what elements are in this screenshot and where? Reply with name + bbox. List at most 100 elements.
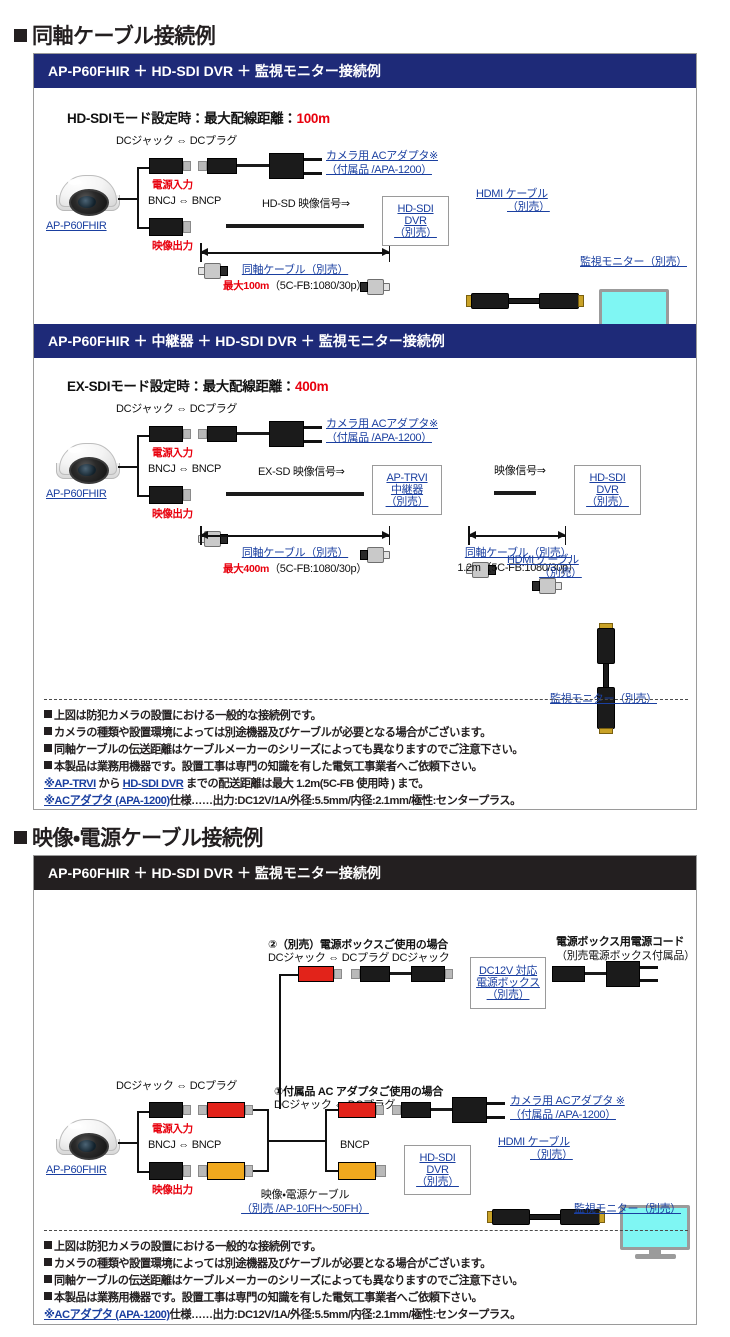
hdmi-label-2-1: HDMI ケーブル (507, 554, 579, 566)
coax-label: 同軸ケーブル（別売） (241, 264, 349, 276)
ac-adapter-brick (269, 153, 304, 179)
vp-right-yellow-plug (338, 1162, 376, 1180)
power-in-label-3: 電源入力 (152, 1123, 193, 1135)
bnc-pair-label-3: BNCJ ⇔ BNCP (148, 1139, 222, 1151)
bncj-tip-2 (183, 489, 191, 501)
ac-prong-bottom (304, 172, 322, 175)
ac-adapter-brick-3 (452, 1097, 487, 1123)
coax-dimension-line-2 (200, 526, 390, 545)
dome-camera-icon-3 (56, 1117, 120, 1161)
dc-jack-tip (183, 161, 191, 171)
coax-max-label: 最大100m (223, 280, 270, 292)
wire-to-power-3 (137, 1111, 150, 1113)
note-item: 本製品は業務用機器です。設置工事は専門の知識を有した電気工事業者へご依頼下さい。 (44, 759, 692, 776)
mode-distance-2: 400m (295, 379, 329, 394)
ac-adapter-label-1: カメラ用 ACアダプタ※ (326, 150, 438, 162)
hdmi-cable (466, 291, 586, 311)
coax2-dimension-line (468, 526, 566, 545)
camera-split-wire-2 (137, 435, 139, 497)
dc-pair-label-3: DCジャック ⇔ DCプラグ (116, 1080, 238, 1092)
dc-plug-tip-3 (351, 969, 360, 979)
note-text: 同軸ケーブルの伝送距離はケーブルメーカーのシリーズによっても異なりますのでご注意… (54, 1275, 524, 1288)
ac-prong-bottom-3 (487, 1116, 505, 1119)
camera-trunk-wire-2 (118, 466, 139, 468)
bullet-square-icon-2 (14, 830, 27, 844)
note-item-ref: ※AP-TRVI から HD-SDI DVR までの配送距離は最大 1.2m(5… (44, 776, 692, 793)
note-item: 上図は防犯カメラの設置における一般的な接続例です。 (44, 708, 692, 725)
panel-header-3: AP-P60FHIR ＋ HD-SDI DVR ＋ 監視モニター接続例 (34, 856, 696, 890)
bncj-connector-2 (149, 486, 183, 504)
ac-adapter-label-2: （付属品 /APA-1200） (326, 164, 432, 176)
bncj-tip (183, 221, 191, 233)
note-ref2-link: ※ACアダプタ (APA-1200) (44, 795, 170, 808)
ac-adapter-label-2-2: （付属品 /APA-1200） (326, 432, 432, 444)
power-box: DC12V 対応 電源ボックス （別売） (470, 957, 546, 1009)
note-text: カメラの種類や設置環境によっては別途機器及びケーブルが必要となる場合がございます… (54, 727, 491, 740)
video-signal-label: HD-SD 映像信号⇒ (262, 198, 350, 210)
hdmi-label-2-2: （別売） (539, 567, 582, 579)
ac-adapter-label-3-2: （付属品 /APA-1200） (510, 1109, 616, 1121)
dome-camera-icon-2 (56, 441, 120, 485)
ac-adapter-brick-2 (269, 421, 304, 447)
bncj-connector-3 (149, 1162, 183, 1180)
coax-cable-body-2 (226, 492, 364, 496)
coax-cable-body-3 (494, 491, 536, 495)
hdmi-label-2: （別売） (507, 201, 550, 213)
vp-merge-top (253, 1109, 269, 1111)
ac-prong-bottom-2 (304, 440, 322, 443)
note-ref2-link: ※ACアダプタ (APA-1200) (44, 1309, 170, 1322)
note-ref2-post: 仕様……出力:DC12V/1A/外径:5.5mm/内径:2.1mm/極性:センタ… (169, 1309, 522, 1322)
vp-merge-bottom (253, 1170, 269, 1172)
note-ref-post: までの配送距離は最大 1.2m(5C-FB 使用時 ) まで。 (183, 778, 429, 791)
coax-spec-label-2: （5C-FB:1080/30p） (269, 563, 367, 575)
dvr3-label-2: DVR (426, 1163, 449, 1176)
coax-max-label-2: 最大400m (223, 563, 270, 575)
vp-video-yellow-plug (207, 1162, 245, 1180)
video-out-label-3: 映像出力 (152, 1184, 193, 1196)
ac-prong-top-2 (304, 426, 322, 429)
note-item: 本製品は業務用機器です。設置工事は専門の知識を有した電気工事業者へご依頼下さい。 (44, 1290, 692, 1307)
note-item: カメラの種類や設置環境によっては別途機器及びケーブルが必要となる場合がございます… (44, 725, 692, 742)
hdmi-label-1: HDMI ケーブル (476, 188, 548, 200)
wire-to-power (137, 167, 150, 169)
dc-plug-connector-2 (207, 426, 237, 442)
powerbox-prong-bottom (640, 979, 658, 982)
vp-video-yellow-tip (245, 1165, 253, 1177)
mode-distance: 100m (296, 111, 331, 126)
note-item-ref2: ※ACアダプタ (APA-1200)仕様……出力:DC12V/1A/外径:5.5… (44, 793, 692, 810)
vp-right-yellow-tip (376, 1165, 386, 1177)
coax2-label: 同軸ケーブル（別売） (464, 547, 572, 559)
vp-cable-label-1: 映像・電源ケーブル (260, 1189, 350, 1201)
camera-trunk-wire-3 (118, 1142, 139, 1144)
powerbox-prong-top (640, 966, 658, 969)
vp-power-tip (198, 1105, 207, 1115)
dc-pair-label-2: DCジャック ⇔ DCプラグ (116, 403, 238, 415)
note-text: 上図は防犯カメラの設置における一般的な接続例です。 (54, 710, 322, 722)
notes-block-2: 上図は防犯カメラの設置における一般的な接続例です。 カメラの種類や設置環境によっ… (44, 1239, 692, 1324)
vp-right-red-plug (338, 1102, 376, 1118)
vp-right-red-tip (376, 1105, 384, 1115)
bnc-connector-right-3 (532, 578, 562, 594)
hdmi-cable-3 (487, 1207, 607, 1227)
wire-to-power-2 (137, 435, 150, 437)
vp-junction (279, 1140, 281, 1142)
hd-sdi-dvr-box-3: HD-SDI DVR （別売） (404, 1145, 471, 1195)
powerbox-cord-label-2: （別売電源ボックス付属品） (556, 950, 695, 962)
dome-camera-icon (56, 173, 120, 217)
dc-jack-tip-4 (183, 1105, 191, 1115)
dc-plug-wire-3 (390, 972, 412, 975)
coax2-length-label: 1.2m（5C-FB:1080/30p） (457, 562, 579, 574)
dc-plug-connector-3 (360, 966, 390, 982)
camera-trunk-wire (118, 198, 139, 200)
vp-trunk-horizontal (267, 1140, 327, 1142)
monitor-label-2: 監視モニター（別売） (550, 693, 657, 705)
vp-video-tip (198, 1165, 207, 1177)
dvr-label-2: DVR (404, 214, 427, 227)
video-out-label-2: 映像出力 (152, 508, 193, 520)
hd-sdi-dvr-box: HD-SDI DVR （別売） (382, 196, 449, 246)
note-ref-mid: から (95, 778, 123, 791)
video-out-label: 映像出力 (152, 240, 193, 252)
ac-plug-tip-4 (392, 1105, 401, 1115)
coax-spec-row-2: 最大400m（5C-FB:1080/30p） (180, 559, 410, 577)
